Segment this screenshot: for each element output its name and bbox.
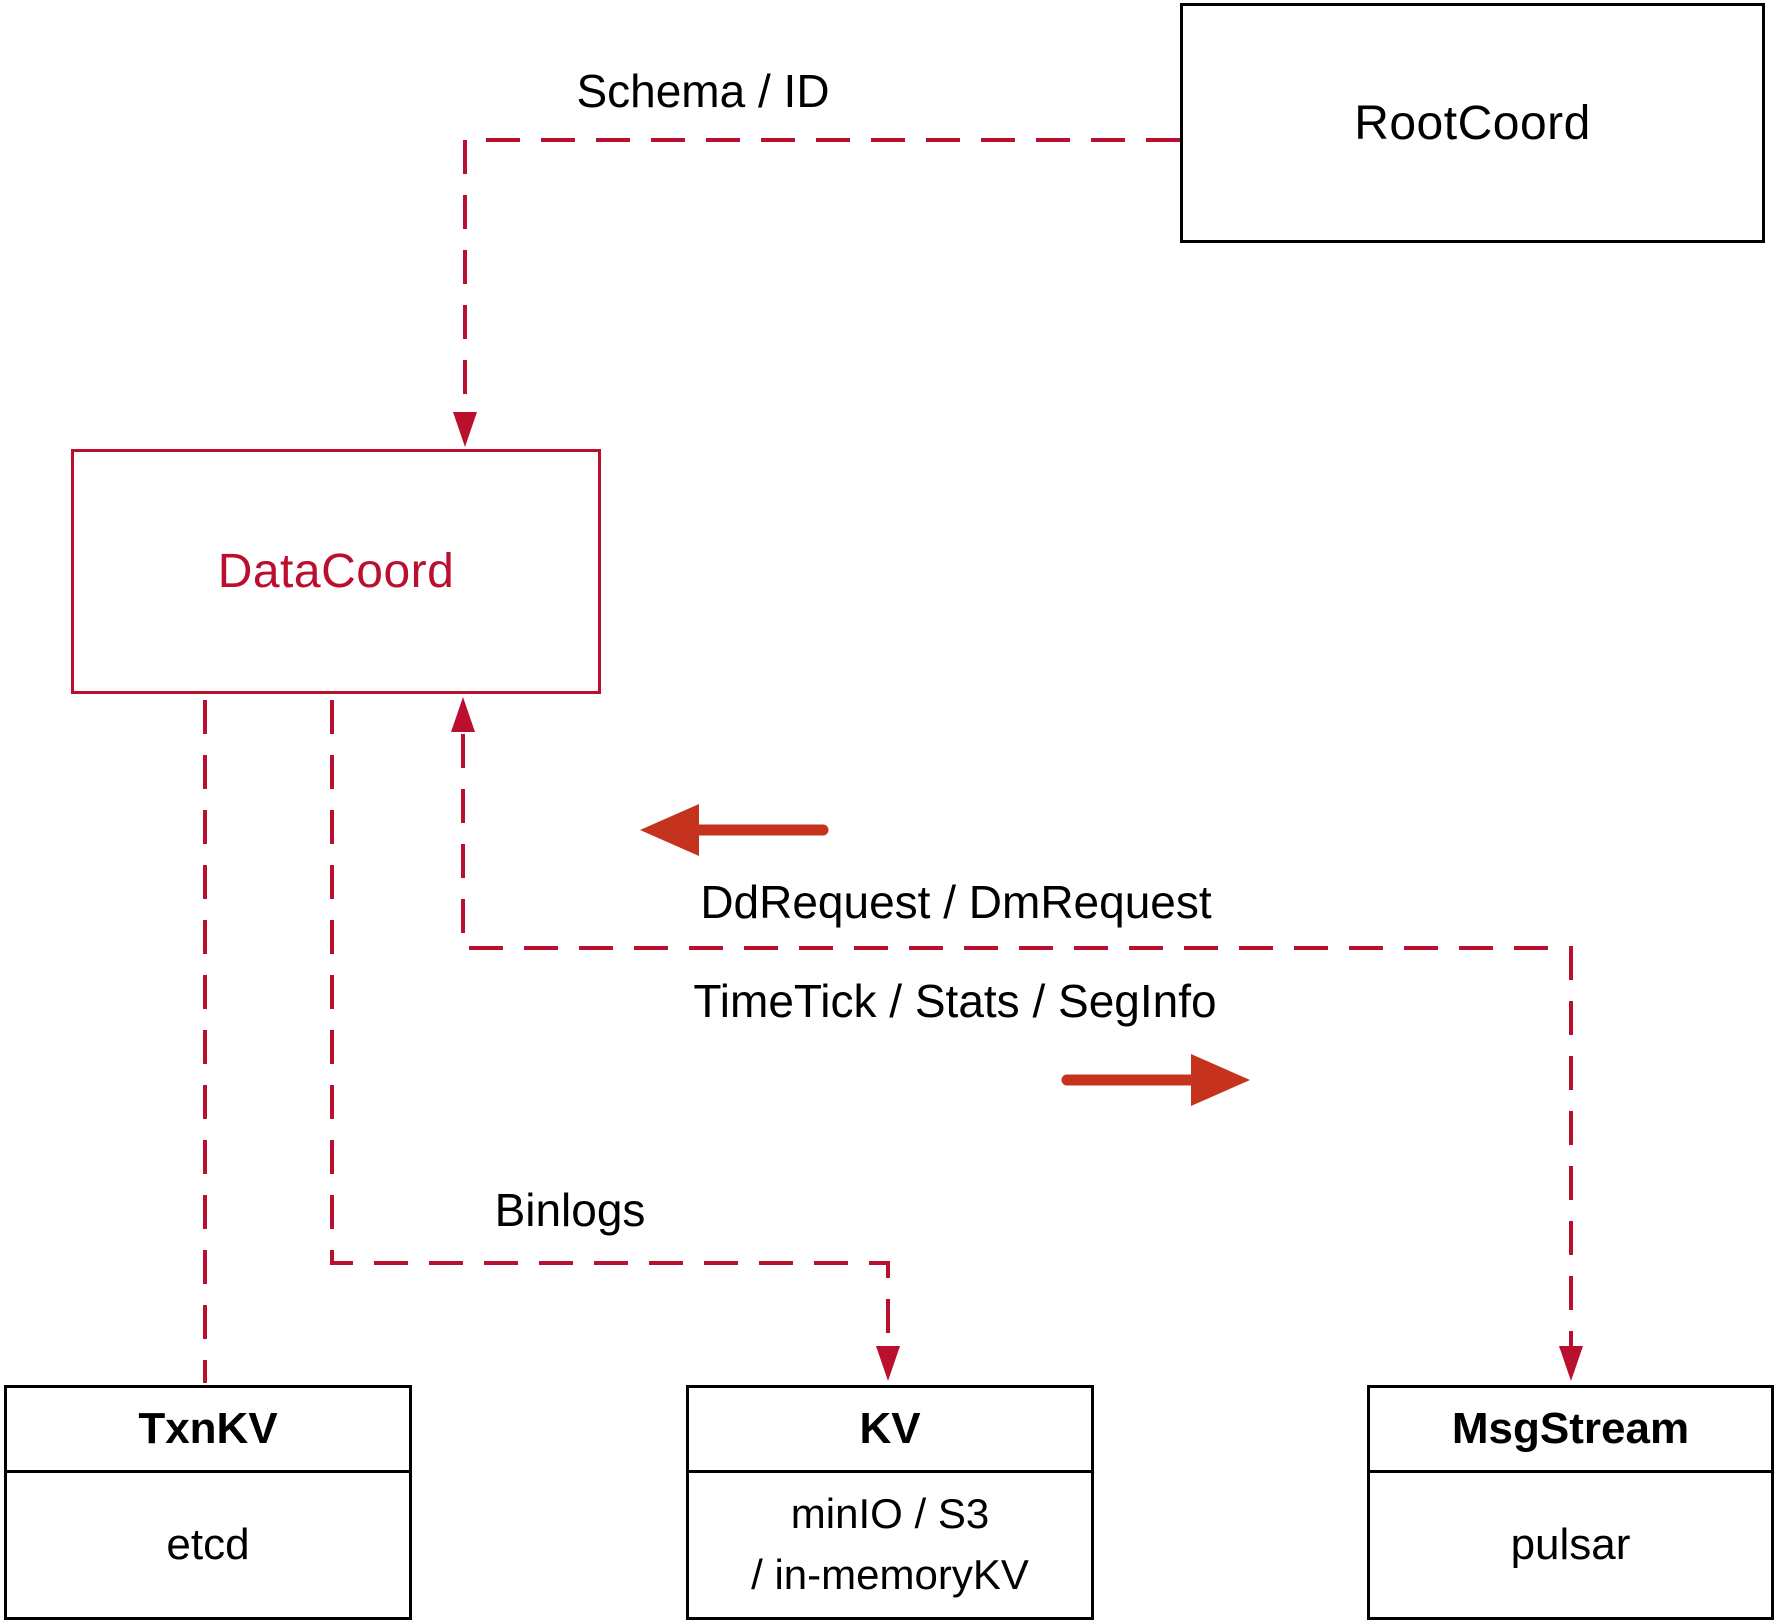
right-direction-arrow (1061, 1054, 1250, 1106)
schema-id-arrowhead (453, 412, 477, 447)
schema-id-edge (463, 138, 1180, 412)
datacoord-node: DataCoord (71, 449, 601, 694)
timetick-edge-label: TimeTick / Stats / SegInfo (693, 975, 1217, 1027)
msgstream-node: MsgStream pulsar (1367, 1385, 1774, 1620)
rootcoord-node: RootCoord (1180, 3, 1765, 243)
ddrequest-edge-label: DdRequest / DmRequest (700, 876, 1212, 928)
kv-node: KV minIO / S3 / in-memoryKV (686, 1385, 1094, 1620)
txnkv-body: etcd (166, 1520, 250, 1570)
msgstream-body: pulsar (1510, 1520, 1631, 1570)
msgstream-header: MsgStream (1370, 1388, 1771, 1473)
txnkv-node: TxnKV etcd (4, 1385, 412, 1620)
kv-body-line2: / in-memoryKV (751, 1551, 1029, 1598)
binlogs-edge-label: Binlogs (494, 1184, 646, 1236)
schema-id-edge-label: Schema / ID (576, 65, 830, 117)
ddrequest-timetick-edge (461, 734, 1573, 1346)
datacoord-up-arrowhead (451, 697, 475, 732)
kv-body: minIO / S3 / in-memoryKV (689, 1473, 1091, 1617)
rootcoord-label: RootCoord (1354, 96, 1591, 150)
kv-down-arrowhead (876, 1346, 900, 1381)
kv-body-line1: minIO / S3 (790, 1490, 990, 1538)
datacoord-label: DataCoord (217, 545, 455, 598)
kv-header: KV (689, 1388, 1091, 1473)
msgstream-down-arrowhead (1559, 1346, 1583, 1381)
left-direction-arrow (640, 804, 829, 856)
txnkv-header: TxnKV (7, 1388, 409, 1473)
